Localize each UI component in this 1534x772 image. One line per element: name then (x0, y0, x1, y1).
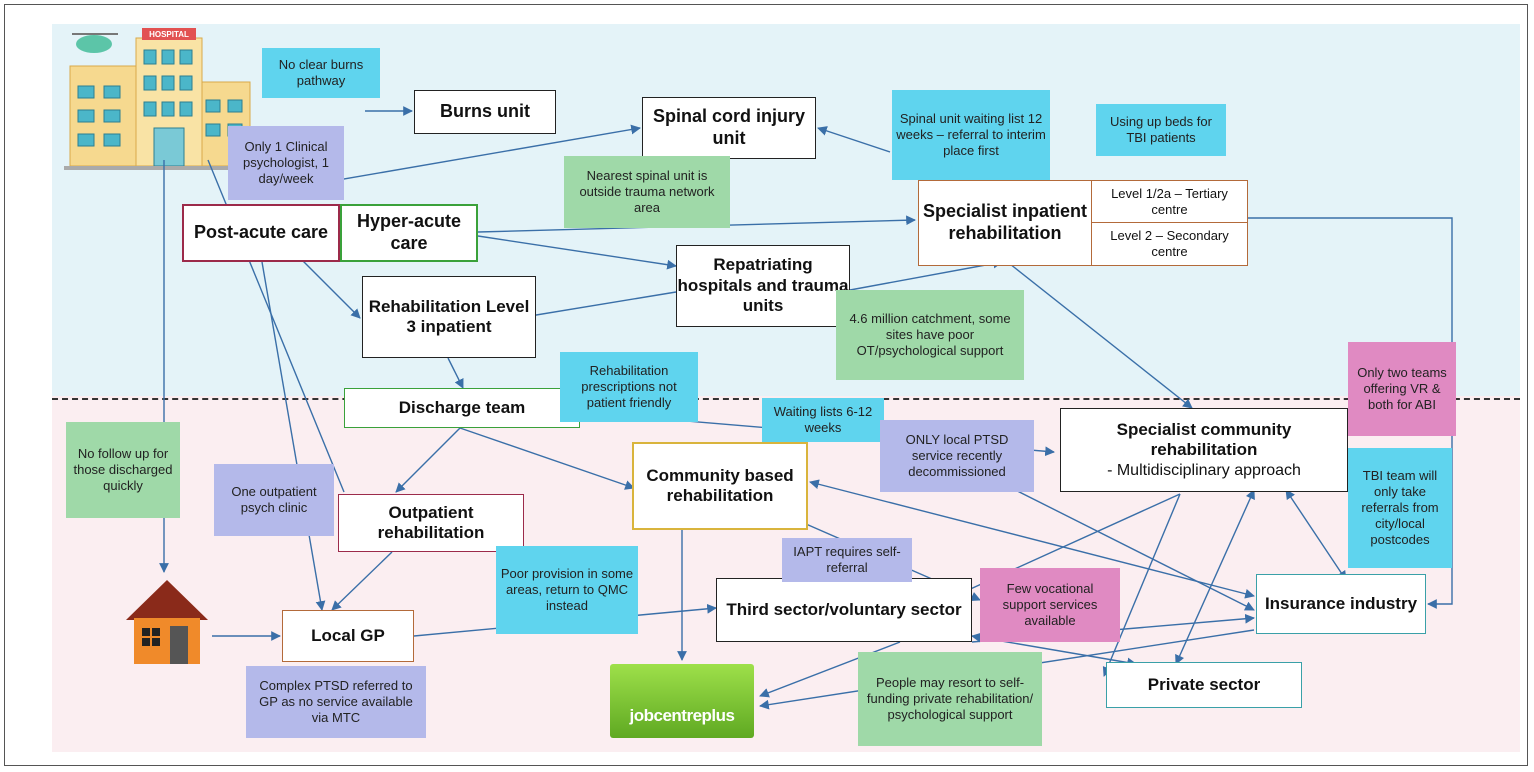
note-catchment: 4.6 million catchment, some sites have p… (836, 290, 1024, 380)
post-acute-care-box: Post-acute care (182, 204, 340, 262)
rehab-level3-box: Rehabilitation Level 3 inpatient (362, 276, 536, 358)
specialist-community-subtitle: - Multidisciplinary approach (1107, 461, 1301, 479)
note-one-psych-clinic: One outpatient psych clinic (214, 464, 334, 536)
note-no-follow-up: No follow up for those discharged quickl… (66, 422, 180, 518)
specialist-inpatient-box: Specialist inpatient rehabilitation (918, 180, 1092, 266)
note-complex-ptsd: Complex PTSD referred to GP as no servic… (246, 666, 426, 738)
level-1-2a-box: Level 1/2a – Tertiary centre (1091, 180, 1248, 223)
note-tbi-team: TBI team will only take referrals from c… (1348, 448, 1452, 568)
jobcentre-plus-text: jobcentreplus (629, 706, 735, 725)
note-no-burns-pathway: No clear burns pathway (262, 48, 380, 98)
note-self-funding: People may resort to self-funding privat… (858, 652, 1042, 746)
note-iapt: IAPT requires self-referral (782, 538, 912, 582)
repatriating-hospitals-box: Repatriating hospitals and trauma units (676, 245, 850, 327)
outpatient-rehab-box: Outpatient rehabilitation (338, 494, 524, 552)
note-prescriptions: Rehabilitation prescriptions not patient… (560, 352, 698, 422)
note-beds-tbi: Using up beds for TBI patients (1096, 104, 1226, 156)
note-nearest-spinal: Nearest spinal unit is outside trauma ne… (564, 156, 730, 228)
discharge-team-box: Discharge team (344, 388, 580, 428)
specialist-community-box: Specialist community rehabilitation - Mu… (1060, 408, 1348, 492)
burns-unit-box: Burns unit (414, 90, 556, 134)
insurance-industry-box: Insurance industry (1256, 574, 1426, 634)
note-one-psychologist: Only 1 Clinical psychologist, 1 day/week (228, 126, 344, 200)
note-ptsd-decommissioned: ONLY local PTSD service recently decommi… (880, 420, 1034, 492)
note-vocational: Few vocational support services availabl… (980, 568, 1120, 642)
level-2-box: Level 2 – Secondary centre (1091, 222, 1248, 266)
hyper-acute-care-box: Hyper-acute care (340, 204, 478, 262)
note-waiting-lists: Waiting lists 6-12 weeks (762, 398, 884, 442)
local-gp-box: Local GP (282, 610, 414, 662)
spinal-unit-box: Spinal cord injury unit (642, 97, 816, 159)
hospital-icon: HOSPITAL (64, 28, 254, 170)
jobcentre-plus-logo: jobcentreplus (610, 664, 754, 738)
note-poor-provision: Poor provision in some areas, return to … (496, 546, 638, 634)
specialist-community-title: Specialist community rehabilitation (1116, 420, 1292, 460)
house-icon (126, 580, 208, 664)
third-sector-box: Third sector/voluntary sector (716, 578, 972, 642)
note-spinal-waiting: Spinal unit waiting list 12 weeks – refe… (892, 90, 1050, 180)
community-rehab-box: Community based rehabilitation (632, 442, 808, 530)
note-two-teams: Only two teams offering VR & both for AB… (1348, 342, 1456, 436)
hospital-sign: HOSPITAL (149, 30, 189, 39)
figure-frame (4, 4, 1528, 766)
private-sector-box: Private sector (1106, 662, 1302, 708)
